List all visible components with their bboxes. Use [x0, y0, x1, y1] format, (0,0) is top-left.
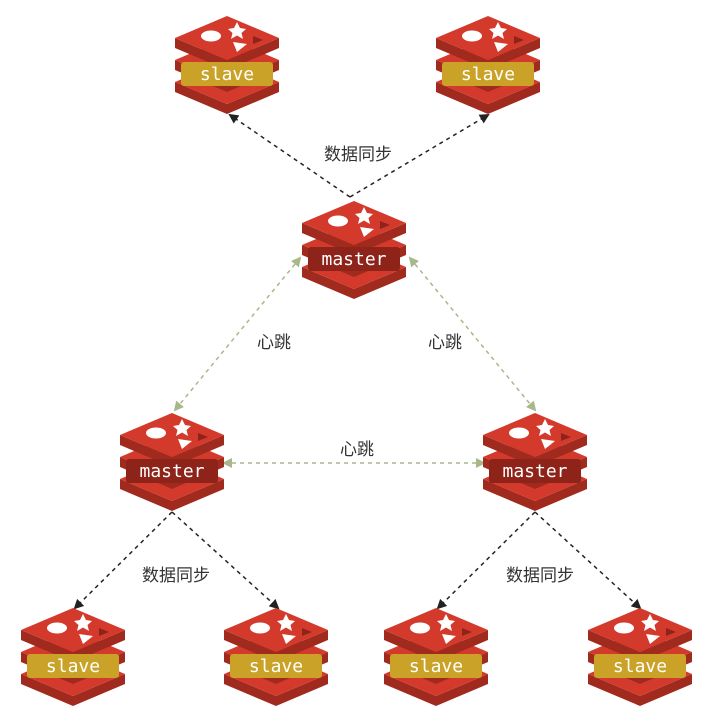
node-label: slave [200, 64, 254, 85]
redis-node-master-right: master [483, 413, 587, 511]
redis-node-slave-top-right: slave [436, 16, 540, 114]
slave-label-badge [390, 654, 482, 678]
redis-node-master-top: master [302, 201, 406, 299]
node-label: slave [461, 64, 515, 85]
node-label: slave [409, 656, 463, 677]
node-label: master [139, 461, 204, 482]
label-heartbeat-right: 心跳 [428, 333, 462, 353]
slave-label-badge [27, 654, 119, 678]
sync-arrow-bottom-left-1 [73, 511, 173, 610]
node-label: slave [613, 656, 667, 677]
heartbeat-arrow-right [408, 256, 537, 412]
label-sync-right: 数据同步 [506, 566, 574, 586]
slave-label-badge [442, 62, 534, 86]
redis-node-slave-bottom-right-2: slave [588, 608, 692, 706]
node-label: master [502, 461, 567, 482]
label-heartbeat-middle: 心跳 [340, 440, 374, 460]
sync-arrow-top-right [349, 113, 490, 198]
master-label-badge [489, 459, 581, 483]
slave-label-badge [181, 62, 273, 86]
redis-node-slave-top-left: slave [175, 16, 279, 114]
node-label: slave [46, 656, 100, 677]
label-sync-left: 数据同步 [142, 566, 210, 586]
label-sync-top: 数据同步 [324, 145, 392, 165]
node-label: slave [249, 656, 303, 677]
redis-node-slave-bottom-left-2: slave [224, 608, 328, 706]
sync-arrow-bottom-right-1 [436, 511, 536, 610]
node-label: master [321, 249, 386, 270]
redis-node-slave-bottom-right-1: slave [384, 608, 488, 706]
master-label-badge [126, 459, 218, 483]
sync-arrow-bottom-left-2 [171, 511, 280, 610]
sync-arrow-bottom-right-2 [534, 511, 642, 610]
master-label-badge [308, 247, 400, 271]
heartbeat-arrow-left [173, 256, 302, 412]
redis-node-slave-bottom-left-1: slave [21, 608, 125, 706]
redis-node-master-left: master [120, 413, 224, 511]
slave-label-badge [594, 654, 686, 678]
slave-label-badge [230, 654, 322, 678]
label-heartbeat-left: 心跳 [257, 333, 291, 353]
sync-arrow-top-left [228, 113, 351, 198]
